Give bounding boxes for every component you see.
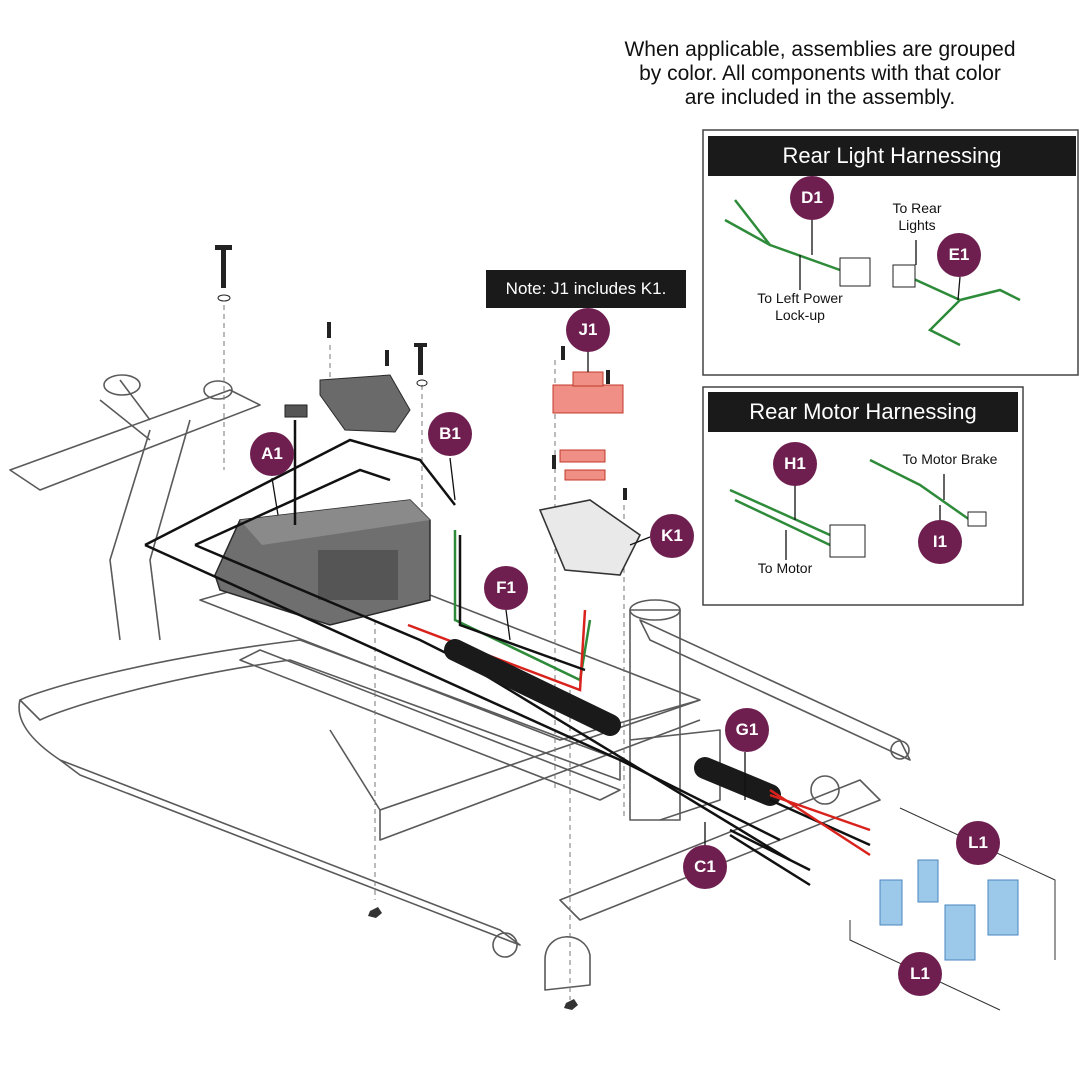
seat-post-tube xyxy=(629,609,681,821)
front-caster-mount xyxy=(544,936,591,991)
callout-b1: B1 xyxy=(428,412,472,456)
to-motor-label: To Motor xyxy=(757,560,813,576)
top-crossbar xyxy=(9,389,261,491)
to-motor-brake-label: To Motor Brake xyxy=(902,451,998,467)
cross-member xyxy=(239,649,621,801)
i1-harness xyxy=(869,458,971,522)
right-upper-rail xyxy=(639,619,911,761)
l1-bracket xyxy=(849,807,1056,1011)
callout-d1: D1 xyxy=(790,176,834,220)
e1-plug xyxy=(892,264,916,288)
callout-k1: K1 xyxy=(650,514,694,558)
socket-right xyxy=(203,380,233,400)
alignment-lines xyxy=(223,305,625,1000)
callout-c1: C1 xyxy=(683,845,727,889)
callout-j1: J1 xyxy=(566,308,610,352)
j1-connector xyxy=(552,371,624,481)
socket-left xyxy=(103,374,141,396)
callout-i1: I1 xyxy=(918,520,962,564)
f1-sleeve xyxy=(444,639,621,736)
k1-housing xyxy=(538,499,642,576)
rear-motor-panel xyxy=(702,386,1024,606)
callout-l1-top: L1 xyxy=(956,821,1000,865)
rail-curve xyxy=(18,699,61,761)
i1-plug xyxy=(967,511,987,527)
g1-sleeve xyxy=(694,757,781,806)
h1-harness xyxy=(729,488,831,547)
callout-a1: A1 xyxy=(250,432,294,476)
harness-panels xyxy=(702,129,1079,606)
callout-e1: E1 xyxy=(937,233,981,277)
left-frame-rail xyxy=(19,639,621,781)
l1-connectors xyxy=(879,859,1019,961)
callout-l1-bottom: L1 xyxy=(898,952,942,996)
callout-f1: F1 xyxy=(484,566,528,610)
black-harness xyxy=(144,420,791,862)
h1-plug xyxy=(829,524,866,558)
seat-post-top xyxy=(629,599,681,621)
d1-harness xyxy=(724,199,841,272)
callout-h1: H1 xyxy=(773,442,817,486)
e1-harness xyxy=(904,273,1021,347)
right-front-rail xyxy=(559,779,881,921)
upright-top xyxy=(99,379,151,441)
rear-light-title: Rear Light Harnessing xyxy=(708,136,1076,176)
tray-edge xyxy=(379,719,701,841)
frame-drawing xyxy=(9,374,911,991)
assembly-color-note: When applicable, assemblies are grouped … xyxy=(624,38,1016,109)
fasteners xyxy=(215,245,627,1010)
d1-plug xyxy=(839,257,871,287)
to-left-power-label: To Left Power Lock-up xyxy=(757,290,843,323)
to-rear-lights-label: To Rear Lights xyxy=(892,200,942,233)
callout-g1: G1 xyxy=(725,708,769,752)
controller-assembly xyxy=(214,374,431,626)
rear-wheel-mount xyxy=(810,775,840,805)
rear-pivot xyxy=(890,740,910,760)
left-upright xyxy=(109,419,191,641)
rear-motor-title: Rear Motor Harnessing xyxy=(708,392,1018,432)
front-frame-rail xyxy=(59,759,521,946)
rear-light-panel xyxy=(702,129,1079,376)
front-pivot xyxy=(492,932,518,958)
g1-wires xyxy=(729,788,871,887)
j1-note: Note: J1 includes K1. xyxy=(486,270,686,308)
